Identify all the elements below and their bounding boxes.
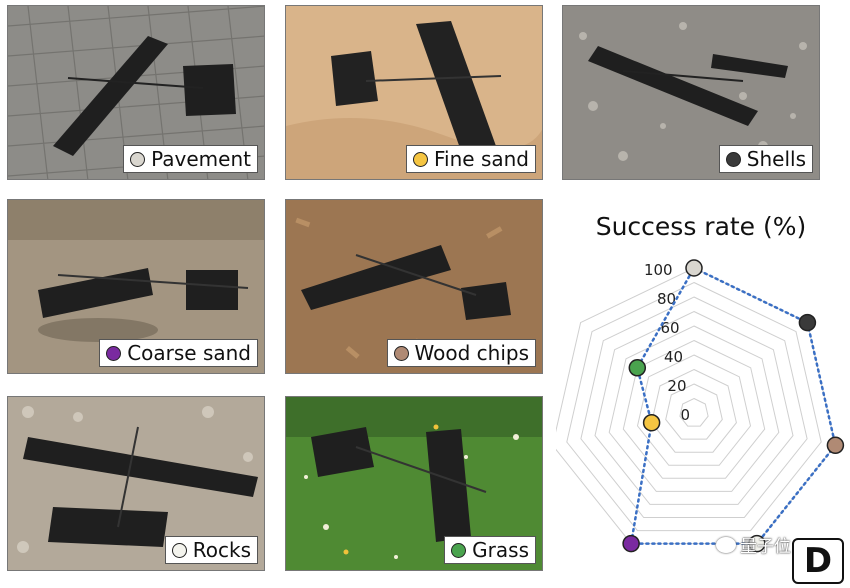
caption-label: Rocks	[192, 538, 251, 562]
radar-tick-label: 20	[667, 377, 686, 395]
radar-grid-ring	[566, 281, 822, 532]
caption-wood-chips: Wood chips	[386, 339, 536, 367]
radar-point-wood-chips	[826, 436, 845, 455]
radar-point-shells	[798, 313, 817, 332]
pavement-marker-icon	[130, 151, 146, 167]
radar-tick-label: 60	[660, 319, 679, 337]
caption-label: Coarse sand	[127, 341, 251, 365]
watermark-text: 量子位	[740, 537, 791, 557]
radar-grid-ring	[594, 310, 794, 505]
radar-point-grass	[628, 359, 647, 377]
wood-chips-marker-icon	[393, 345, 409, 361]
radar-grid-ring	[679, 397, 709, 427]
caption-rocks: Rocks	[164, 536, 258, 564]
radar-grid-ring	[556, 267, 836, 545]
rocks-marker-icon	[171, 542, 187, 558]
radar-grid-ring	[665, 383, 723, 440]
radar-grid-ring	[622, 339, 766, 479]
panel-wood-chips: Wood chips	[285, 199, 543, 374]
caption-pavement: Pavement	[123, 145, 258, 173]
radar-chart: 0 20 40 60 80 100	[556, 259, 845, 553]
panel-coarse-sand: Coarse sand	[7, 199, 265, 374]
panel-shells: Shells	[562, 5, 820, 180]
radar-series-line	[629, 266, 837, 545]
coarse-sand-marker-icon	[106, 345, 122, 361]
radar-tick-label: 100	[644, 261, 673, 279]
caption-label: Wood chips	[414, 341, 529, 365]
radar-grid-ring	[651, 368, 737, 453]
radar-grid-ring	[580, 296, 808, 518]
radar-tick-label: 80	[657, 290, 676, 308]
radar-point-coarse-sand	[622, 534, 640, 553]
radar-tick-label: 0	[680, 406, 690, 424]
radar-point-fine-sand	[642, 413, 661, 432]
caption-coarse-sand: Coarse sand	[99, 339, 258, 367]
radar-tick-label: 40	[664, 348, 683, 366]
watermark: 量子位	[716, 532, 791, 557]
caption-grass: Grass	[444, 536, 536, 564]
shells-marker-icon	[725, 151, 741, 167]
panel-rocks: Rocks	[7, 396, 265, 571]
panel-letter: D	[792, 538, 844, 584]
radar-grid-ring	[608, 325, 780, 492]
caption-shells: Shells	[718, 145, 813, 173]
photo-coarse-sand	[8, 200, 264, 373]
caption-label: Shells	[746, 147, 806, 171]
watermark-logo-icon	[716, 536, 736, 553]
caption-label: Grass	[472, 538, 529, 562]
caption-label: Fine sand	[434, 147, 529, 171]
caption-fine-sand: Fine sand	[406, 145, 536, 173]
panel-grass: Grass	[285, 396, 543, 571]
caption-label: Pavement	[151, 147, 251, 171]
panel-fine-sand: Fine sand	[285, 5, 543, 180]
radar-point-pavement	[685, 259, 703, 277]
radar-point-rocks	[748, 534, 766, 553]
radar-grid-ring	[636, 354, 752, 466]
panel-pavement: Pavement	[7, 5, 265, 180]
grass-marker-icon	[451, 542, 467, 558]
chart-title: Success rate (%)	[595, 212, 807, 241]
fine-sand-marker-icon	[413, 151, 428, 167]
